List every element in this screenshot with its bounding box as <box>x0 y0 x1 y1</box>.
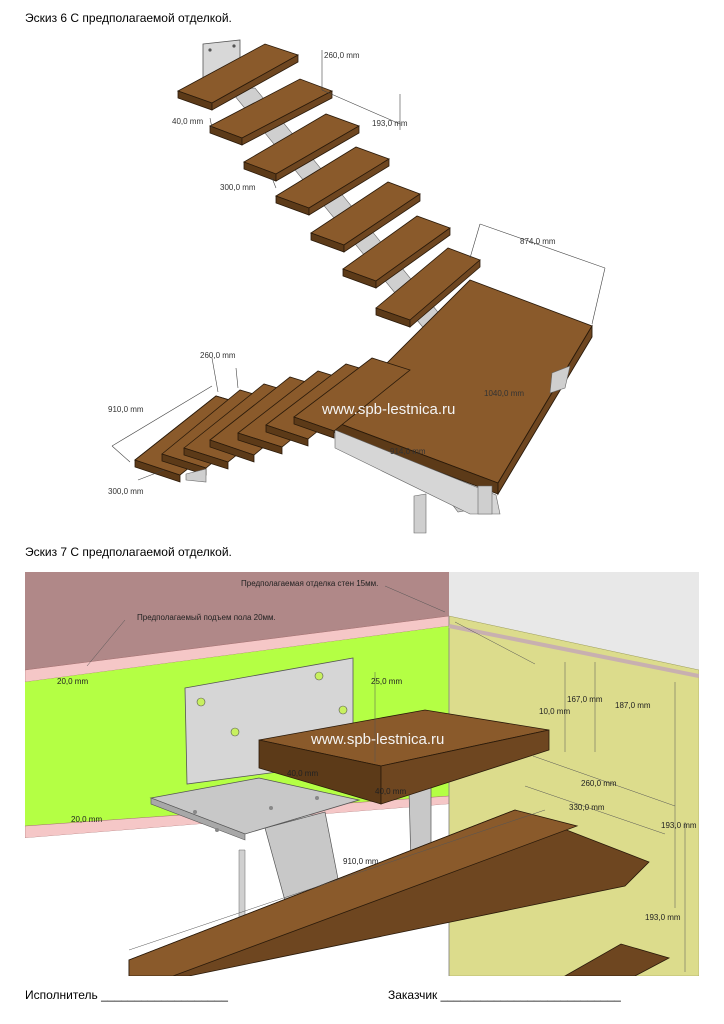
dim-label: 193,0 mm <box>372 119 408 128</box>
dim-label: 300,0 mm <box>108 487 144 496</box>
dim-label: 193,0 mm <box>645 913 681 922</box>
sketch-6-dimension-lines <box>111 50 606 481</box>
dim-label: 1040,0 mm <box>484 389 524 398</box>
dim-label: 40,0 mm <box>375 787 406 796</box>
note-wall-finish: Предполагаемая отделка стен 15мм. <box>241 579 378 588</box>
sketch-6-dimension-labels: 260,0 mm 40,0 mm 193,0 mm 300,0 mm 874,0… <box>108 51 556 496</box>
dim-label: 193,0 mm <box>661 821 697 830</box>
sketch-7-dimension-lines <box>86 585 686 972</box>
dim-label: 260,0 mm <box>581 779 617 788</box>
customer-signature-line: Заказчик ___________________________ <box>388 988 621 1002</box>
lower-flight-steps <box>134 357 411 483</box>
watermark: www.spb-lestnica.ru <box>321 401 455 418</box>
dim-label: 910,0 mm <box>108 405 144 414</box>
dim-label: 300,0 mm <box>220 183 256 192</box>
dim-label: 25,0 mm <box>371 677 402 686</box>
sketch-7-dimension-labels: Предполагаемая отделка стен 15мм. Предпо… <box>57 579 697 922</box>
watermark: www.spb-lestnica.ru <box>310 731 444 748</box>
sketch-7-caption: Эскиз 7 С предполагаемой отделкой. <box>25 545 232 559</box>
dim-label: 167,0 mm <box>567 695 603 704</box>
dim-label: 20,0 mm <box>71 815 102 824</box>
sketch-6-caption: Эскиз 6 С предполагаемой отделкой. <box>25 11 232 25</box>
executor-signature-line: Исполнитель ___________________ <box>25 988 228 1002</box>
dim-label: 330,0 mm <box>569 803 605 812</box>
left-wall-upper <box>25 572 449 670</box>
dim-label: 260,0 mm <box>324 51 360 60</box>
dim-label: 910,0 mm <box>343 857 379 866</box>
dim-label: 40,0 mm <box>172 117 203 126</box>
dim-label: 187,0 mm <box>615 701 651 710</box>
dim-label: 914,0 mm <box>390 447 426 456</box>
dim-label: 260,0 mm <box>200 351 236 360</box>
upper-wooden-step <box>258 709 550 805</box>
note-floor-rise: Предполагаемый подъем пола 20мм. <box>137 613 276 622</box>
right-wall-upper <box>449 572 699 670</box>
landing-platform <box>329 279 593 534</box>
dim-label: 874,0 mm <box>520 237 556 246</box>
lower-wooden-step <box>128 809 671 976</box>
dim-label: 20,0 mm <box>57 677 88 686</box>
dim-label: 10,0 mm <box>539 707 570 716</box>
sketch-6-drawing: 260,0 mm 40,0 mm 193,0 mm 300,0 mm 874,0… <box>108 39 606 534</box>
sketch-7-drawing: Предполагаемая отделка стен 15мм. Предпо… <box>25 572 699 976</box>
upper-flight-steps <box>177 43 481 328</box>
dim-label: 40,0 mm <box>287 769 318 778</box>
